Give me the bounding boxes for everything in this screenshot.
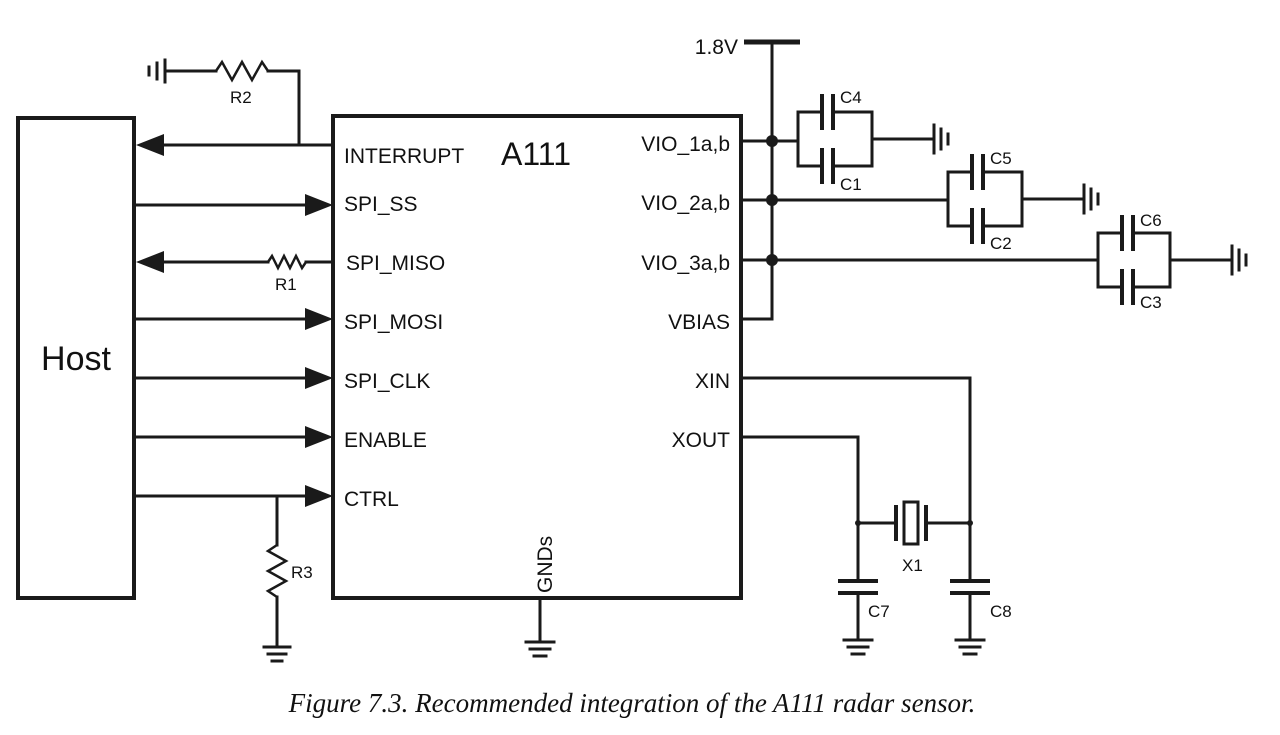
pin-vio-2: VIO_2a,b <box>641 192 730 215</box>
chip-name: A111 <box>501 136 571 172</box>
figure-caption: Figure 7.3. Recommended integration of t… <box>288 688 976 718</box>
pin-spi-clk: SPI_CLK <box>344 370 430 393</box>
c1-label: C1 <box>840 175 862 194</box>
spi-miso-wire <box>136 251 335 273</box>
interrupt-wire <box>136 134 335 156</box>
pin-ctrl: CTRL <box>344 488 399 511</box>
pin-xout: XOUT <box>672 429 731 452</box>
pin-spi-miso: SPI_MISO <box>346 252 445 275</box>
c5-c2-decoupling <box>946 154 1100 244</box>
r2-label: R2 <box>230 88 252 107</box>
c8-label: C8 <box>990 602 1012 621</box>
c3-label: C3 <box>1140 293 1162 312</box>
a111-chip-block <box>331 114 743 600</box>
pin-gnds: GNDs <box>534 536 557 593</box>
host-block <box>16 116 136 600</box>
c2-label: C2 <box>990 234 1012 253</box>
supply-label: 1.8V <box>695 36 738 59</box>
c7-label: C7 <box>868 602 890 621</box>
c6-label: C6 <box>1140 211 1162 230</box>
c6-c3-decoupling <box>1096 215 1248 305</box>
enable-wire <box>132 426 333 448</box>
pin-spi-mosi: SPI_MOSI <box>344 311 443 334</box>
r2-pullup <box>147 58 301 147</box>
c4-label: C4 <box>840 88 862 107</box>
host-label: Host <box>41 340 111 378</box>
spi-ss-wire <box>132 194 333 216</box>
supply-rail <box>739 39 1100 321</box>
pin-enable: ENABLE <box>344 429 427 452</box>
pin-vio-1: VIO_1a,b <box>641 133 730 156</box>
spi-mosi-wire <box>132 308 333 330</box>
pin-xin: XIN <box>695 370 730 393</box>
pin-spi-ss: SPI_SS <box>344 193 418 216</box>
pin-vbias: VBIAS <box>668 311 730 334</box>
c4-c1-decoupling <box>796 94 950 184</box>
x1-label: X1 <box>902 556 923 575</box>
pin-interrupt: INTERRUPT <box>344 145 464 168</box>
r3-label: R3 <box>291 563 313 582</box>
c5-label: C5 <box>990 149 1012 168</box>
chip-ground <box>524 596 556 658</box>
ctrl-wire <box>132 485 333 663</box>
spi-clk-wire <box>132 367 333 389</box>
r1-label: R1 <box>275 275 297 294</box>
crystal-circuit <box>739 376 990 656</box>
pin-vio-3: VIO_3a,b <box>641 252 730 275</box>
